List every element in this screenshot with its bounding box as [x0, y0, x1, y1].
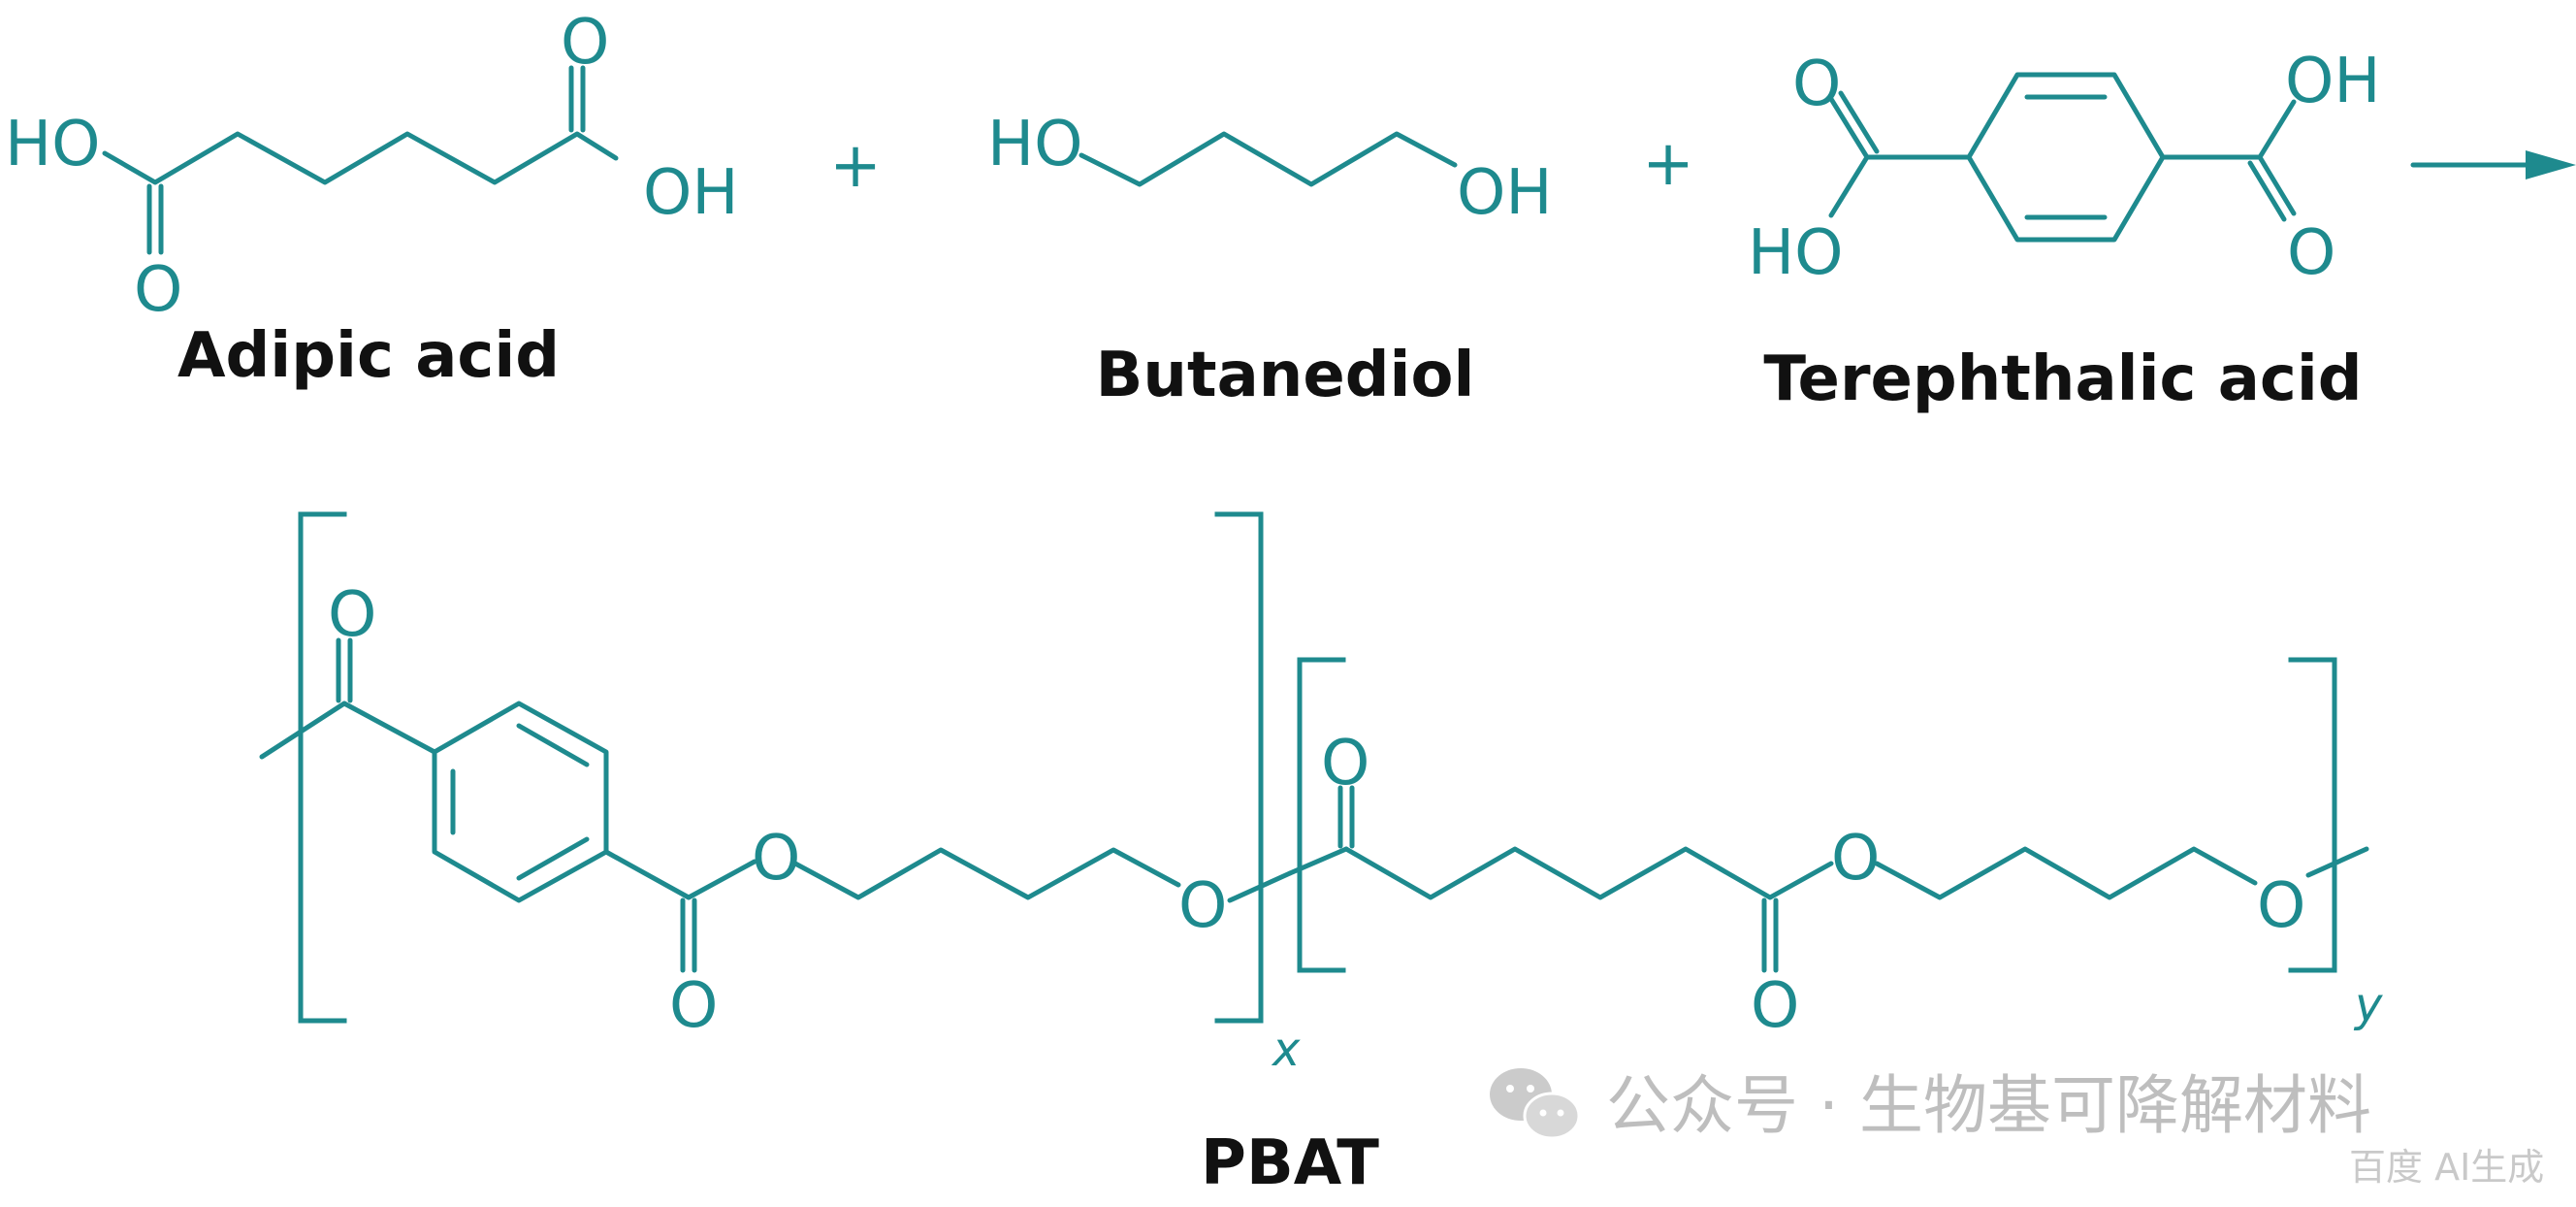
butanediol-label: Butanediol [1096, 340, 1475, 411]
close-bracket-icon [2288, 657, 2337, 973]
watermark-badge: 百度 AI生成 [2349, 1146, 2544, 1189]
plus-sign: + [829, 130, 882, 202]
open-bracket-icon [1297, 657, 1346, 973]
watermark: 公众号 · 生物基可降解材料 百度 AI生成 [1490, 1068, 2544, 1189]
atom-oh: OH [643, 157, 739, 229]
atom-oh: OH [2285, 46, 2381, 117]
subscript-y: y [2353, 978, 2383, 1032]
watermark-text: 公众号 · 生物基可降解材料 [1606, 1068, 2371, 1143]
terephthalic-acid-label: Terephthalic acid [1763, 343, 2362, 415]
pbat-segment-y: O O O O y [1287, 657, 2383, 1042]
reaction-arrow-icon [2410, 150, 2576, 179]
atom-o: O [2287, 217, 2335, 289]
pbat-label: PBAT [1201, 1127, 1379, 1199]
atom-o: O [328, 579, 376, 651]
atom-ho: HO [5, 109, 101, 180]
butanediol-structure: HO OH [987, 109, 1553, 229]
pbat-segment-x: O O O O x [259, 511, 1301, 1077]
atom-ho: HO [1748, 217, 1844, 289]
adipic-acid-structure: HO O O OH [5, 7, 739, 326]
wechat-logo-icon [1490, 1068, 1581, 1140]
atom-o: O [1831, 823, 1880, 895]
adipic-acid-label: Adipic acid [177, 320, 560, 392]
atom-o: O [1178, 870, 1227, 942]
open-bracket-icon [298, 511, 347, 1024]
atom-o: O [669, 970, 718, 1042]
atom-o: O [561, 7, 609, 79]
atom-o: O [752, 823, 800, 895]
plus-sign: + [1642, 128, 1694, 200]
atom-o: O [1751, 970, 1799, 1042]
subscript-x: x [1271, 1023, 1301, 1077]
close-bracket-icon [1214, 511, 1264, 1024]
atom-oh: OH [1457, 157, 1553, 229]
atom-o: O [2257, 870, 2305, 942]
atom-o: O [1792, 49, 1841, 120]
terephthalic-acid-structure: O HO OH O [1748, 46, 2381, 289]
atom-o: O [134, 254, 182, 326]
atom-ho: HO [987, 109, 1083, 180]
atom-o: O [1321, 728, 1369, 799]
